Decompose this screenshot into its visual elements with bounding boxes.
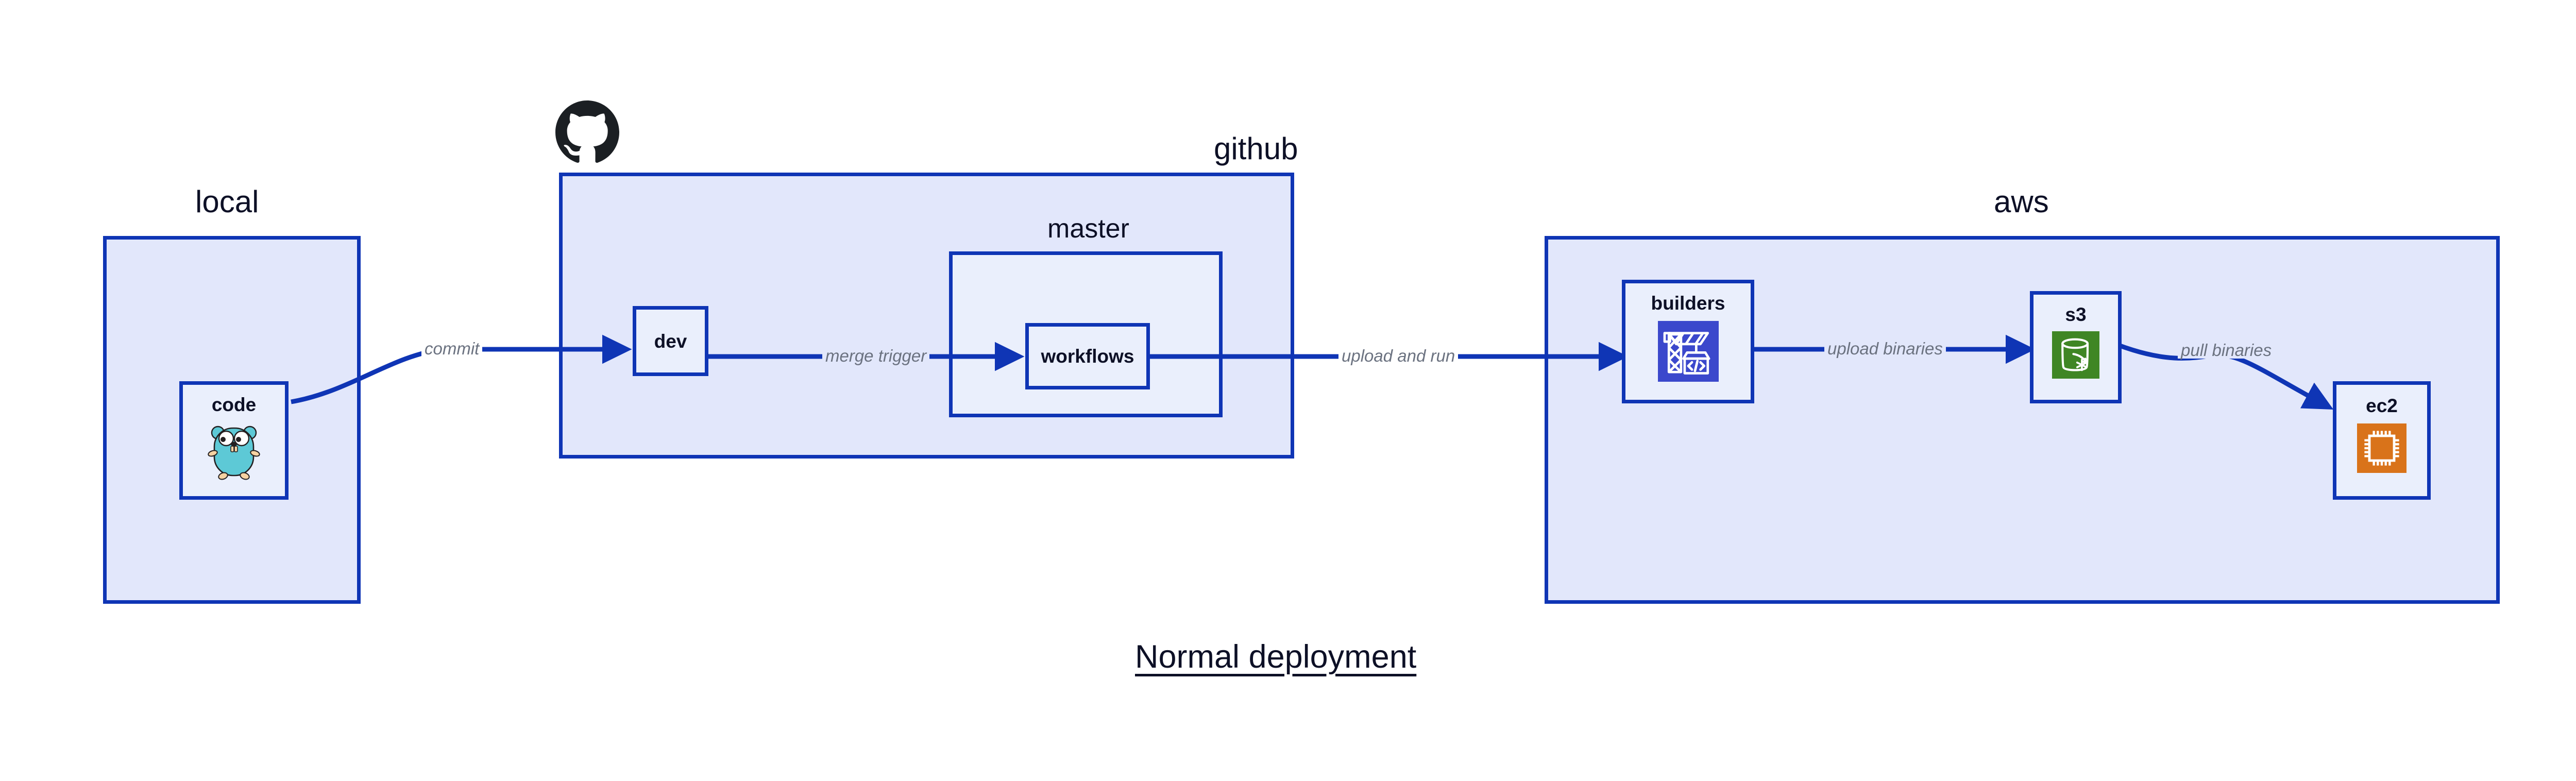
zone-label-aws: aws	[1994, 184, 2049, 219]
edge-label-upload-binaries: upload binaries	[1824, 340, 1946, 357]
aws-s3-icon	[2052, 331, 2099, 381]
node-workflows-label: workflows	[1041, 346, 1134, 367]
edge-label-commit: commit	[421, 340, 483, 357]
node-builders[interactable]: builders	[1622, 280, 1754, 403]
aws-ec2-icon	[2357, 423, 2406, 476]
node-code[interactable]: code	[179, 381, 289, 500]
node-builders-label: builders	[1651, 293, 1725, 314]
edge-label-pull-binaries: pull binaries	[2178, 342, 2275, 359]
node-dev[interactable]: dev	[633, 306, 708, 376]
zone-label-master: master	[1047, 214, 1129, 244]
node-dev-label: dev	[654, 330, 687, 352]
node-s3-label: s3	[2065, 304, 2087, 325]
node-ec2[interactable]: ec2	[2333, 381, 2431, 500]
node-workflows[interactable]: workflows	[1025, 323, 1150, 389]
diagram-title: Normal deployment	[1135, 639, 1417, 675]
aws-codebuild-icon	[1657, 321, 1719, 384]
node-code-label: code	[211, 394, 257, 415]
node-ec2-label: ec2	[2366, 395, 2398, 416]
zone-label-local: local	[195, 184, 259, 219]
github-octocat-icon	[555, 99, 619, 166]
zone-label-github: github	[1214, 131, 1298, 166]
edge-label-upload-and-run: upload and run	[1338, 347, 1459, 364]
edge-label-merge-trigger: merge trigger	[822, 347, 930, 364]
node-s3[interactable]: s3	[2030, 291, 2122, 403]
go-gopher-icon	[206, 421, 262, 485]
